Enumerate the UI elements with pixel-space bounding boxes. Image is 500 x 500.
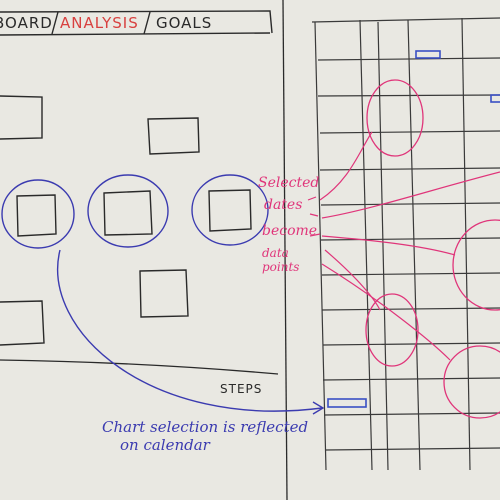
tab-board[interactable]: BOARD <box>0 14 53 32</box>
tab-divider <box>143 11 151 35</box>
selection-circle <box>1 179 75 249</box>
calendar-grid <box>311 17 500 471</box>
selection-circle <box>87 174 169 248</box>
calendar-selected-date <box>415 50 441 59</box>
pink-ticks <box>307 196 321 237</box>
data-point-box <box>0 95 43 140</box>
annotation-line: data points <box>262 246 300 274</box>
calendar-pink-circles <box>365 79 500 419</box>
pink-connectors <box>319 131 500 361</box>
annotation-line: become <box>262 223 318 239</box>
chart-x-axis-label: STEPS <box>220 382 263 396</box>
data-point-box <box>16 194 57 237</box>
data-point-box <box>139 269 189 318</box>
tab-analysis[interactable]: ANALYSIS <box>60 14 139 32</box>
data-point-box <box>208 189 252 232</box>
data-point-box <box>0 300 45 346</box>
pink-date-circle <box>452 219 500 311</box>
calendar-selected-dates <box>327 50 500 408</box>
chart-data-points <box>0 95 252 346</box>
annotation-selected-dates: Selected dates become data points <box>258 176 328 274</box>
pink-date-circle <box>366 79 424 157</box>
chart-x-axis <box>0 359 279 375</box>
panel-divider <box>282 0 288 500</box>
tab-divider <box>51 11 59 35</box>
annotation-line: dates <box>264 197 303 213</box>
calendar-selected-date <box>327 398 367 408</box>
annotation-chart-selection: Chart selection is reflected on calendar <box>102 418 332 454</box>
calendar-selected-date <box>490 94 500 103</box>
tab-bar <box>0 10 273 36</box>
annotation-line: Chart selection is reflected <box>102 418 309 436</box>
selection-arrow <box>57 249 325 415</box>
pink-date-circle <box>365 293 419 367</box>
data-point-box <box>147 117 200 155</box>
chart-selection-circles <box>1 174 269 249</box>
tab-goals[interactable]: GOALS <box>156 14 213 32</box>
annotation-line: Selected <box>258 175 320 191</box>
annotation-line: on calendar <box>120 436 210 454</box>
pink-date-circle <box>443 345 500 419</box>
data-point-box <box>103 190 153 236</box>
selection-circle <box>191 174 269 246</box>
